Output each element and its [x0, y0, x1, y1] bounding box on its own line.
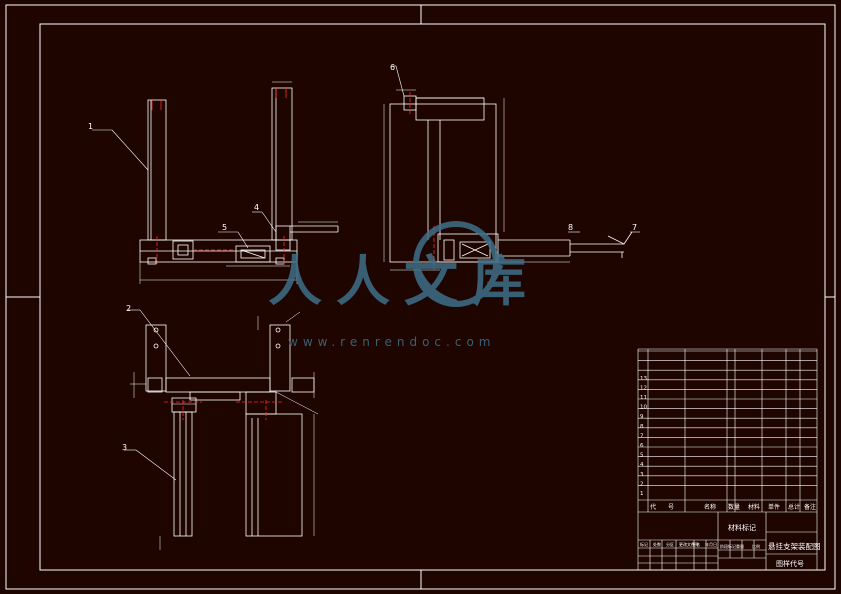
part-number: 5 [640, 453, 644, 459]
watermark-chars: 人人文库 [268, 250, 540, 313]
watermark-url: www.renrendoc.com [288, 335, 495, 349]
signature-label: 处数 [653, 541, 661, 547]
balloon-labels: 1 5 4 6 8 7 2 3 [88, 63, 637, 452]
part-number: 7 [640, 433, 644, 439]
stage-label: 阶段标记 [720, 543, 736, 549]
parts-list-header: 数量 [728, 503, 740, 511]
balloon-1: 1 [88, 122, 93, 131]
parts-list-header: 单件 [768, 503, 780, 511]
centering-marks [6, 5, 835, 589]
plan-view [124, 309, 319, 550]
balloon-7: 7 [632, 223, 637, 232]
watermark: 人人文库 www.renrendoc.com [268, 221, 540, 349]
front-view-centerlines [151, 88, 287, 266]
signature-label: 年月日 [705, 541, 717, 547]
title-block: 代号名称数量材料单件总计备注12345678910111213材料标记悬挂支架装… [637, 348, 821, 571]
stage-label: 重量 [736, 543, 744, 549]
part-number: 1 [640, 491, 644, 497]
balloon-5: 5 [222, 223, 227, 232]
watermark-ring [413, 221, 499, 307]
signature-label: 标记 [640, 541, 648, 547]
part-number: 9 [640, 414, 644, 420]
drawing-code: 图样代号 [776, 559, 804, 568]
part-number: 4 [640, 462, 644, 468]
balloon-6: 6 [390, 63, 395, 72]
part-number: 10 [640, 405, 647, 411]
parts-list-header: 号 [668, 504, 674, 511]
signature-label: 签名 [692, 541, 700, 547]
plan-view-centerlines [164, 400, 282, 420]
side-view [383, 65, 640, 271]
front-view [92, 81, 339, 284]
part-number: 3 [640, 472, 644, 478]
part-number: 12 [640, 385, 647, 391]
balloon-4: 4 [254, 203, 259, 212]
part-number: 13 [640, 376, 647, 382]
part-number: 2 [640, 481, 644, 487]
parts-list-header: 总计 [788, 503, 800, 511]
balloon-2: 2 [126, 304, 131, 313]
parts-list-header: 代 [650, 503, 656, 511]
stage-label: 比例 [752, 543, 760, 549]
signature-label: 分区 [666, 541, 674, 547]
parts-list-header: 名称 [704, 503, 716, 511]
drawing-title: 悬挂支架装配图 [768, 541, 821, 551]
balloon-8: 8 [568, 223, 573, 232]
material-mark: 材料标记 [728, 523, 756, 532]
parts-list-header: 备注 [804, 503, 816, 511]
part-number: 6 [640, 443, 644, 449]
parts-list-header: 材料 [748, 503, 760, 511]
balloon-3: 3 [122, 443, 127, 452]
part-number: 11 [640, 395, 647, 401]
part-number: 8 [640, 424, 644, 430]
signature-label: 更改文件号 [679, 541, 699, 547]
